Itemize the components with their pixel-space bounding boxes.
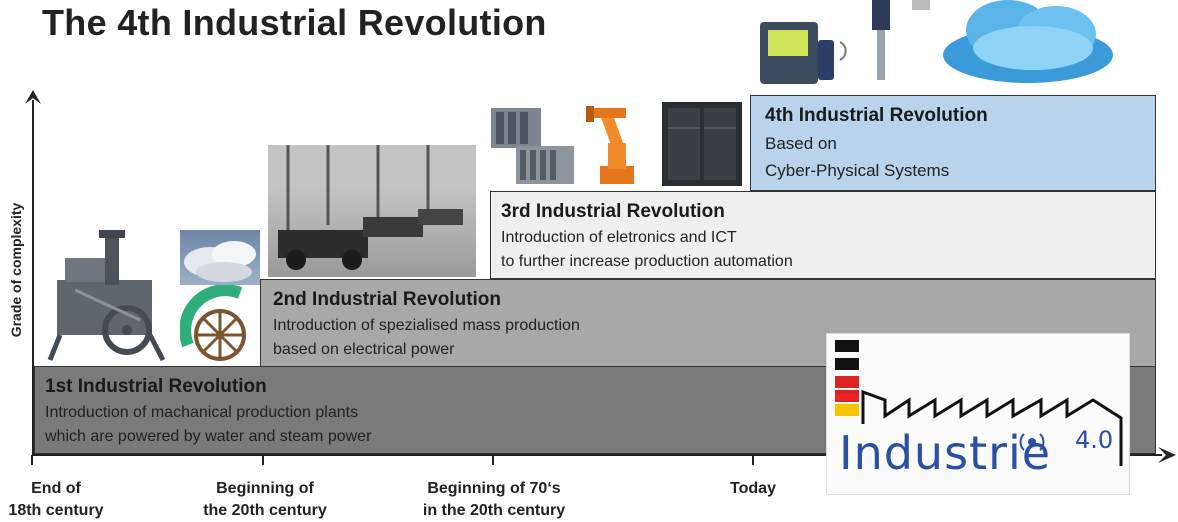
step-2-line-2: based on electrical power [273,341,455,358]
tick-3 [492,455,494,465]
tick-1 [31,455,33,465]
step-1-title: 1st Industrial Revolution [45,376,267,397]
sensor-devices-image [752,0,932,92]
assembly-line-image [268,145,476,277]
step-3-title: 3rd Industrial Revolution [501,201,725,222]
steam-cloud-image [180,230,260,285]
page-title: The 4th Industrial Revolution [42,2,547,43]
step-4th-revolution: 4th Industrial Revolution Based on Cyber… [750,95,1156,191]
tick-4 [752,455,754,465]
step-3-line-2: to further increase production automatio… [501,253,793,270]
cloud-image [938,0,1116,92]
step-2-line-1: Introduction of spezialised mass product… [273,317,580,334]
tick-2 [262,455,264,465]
y-axis [32,100,34,456]
water-wheel-image [180,285,260,365]
step-3-line-1: Introduction of eletronics and ICT [501,229,737,246]
server-cabinet-image [656,98,748,188]
step-2-title: 2nd Industrial Revolution [273,289,502,310]
steam-engine-image [35,230,180,365]
plc-controller-image [486,98,578,188]
step-3rd-revolution: 3rd Industrial Revolution Introduction o… [490,191,1156,279]
y-axis-arrow-icon [25,90,41,104]
step-4-line-2: Cyber-Physical Systems [765,161,950,180]
step-1-line-2: which are powered by water and steam pow… [45,428,372,445]
timeline-label-4: Today [730,480,776,497]
logo-word: Industrie [839,426,1052,480]
industrie-40-logo: Industrie 4.0 [826,333,1130,495]
x-axis [32,454,1162,456]
step-1-line-1: Introduction of machanical production pl… [45,404,359,421]
industrial-robot-image [578,98,656,188]
x-axis-arrow-icon [1158,447,1176,463]
y-axis-label: Grade of complexity [8,202,24,338]
step-4-line-1: Based on [765,134,837,153]
step-4-title: 4th Industrial Revolution [765,105,988,126]
logo-version: 4.0 [1075,426,1114,454]
